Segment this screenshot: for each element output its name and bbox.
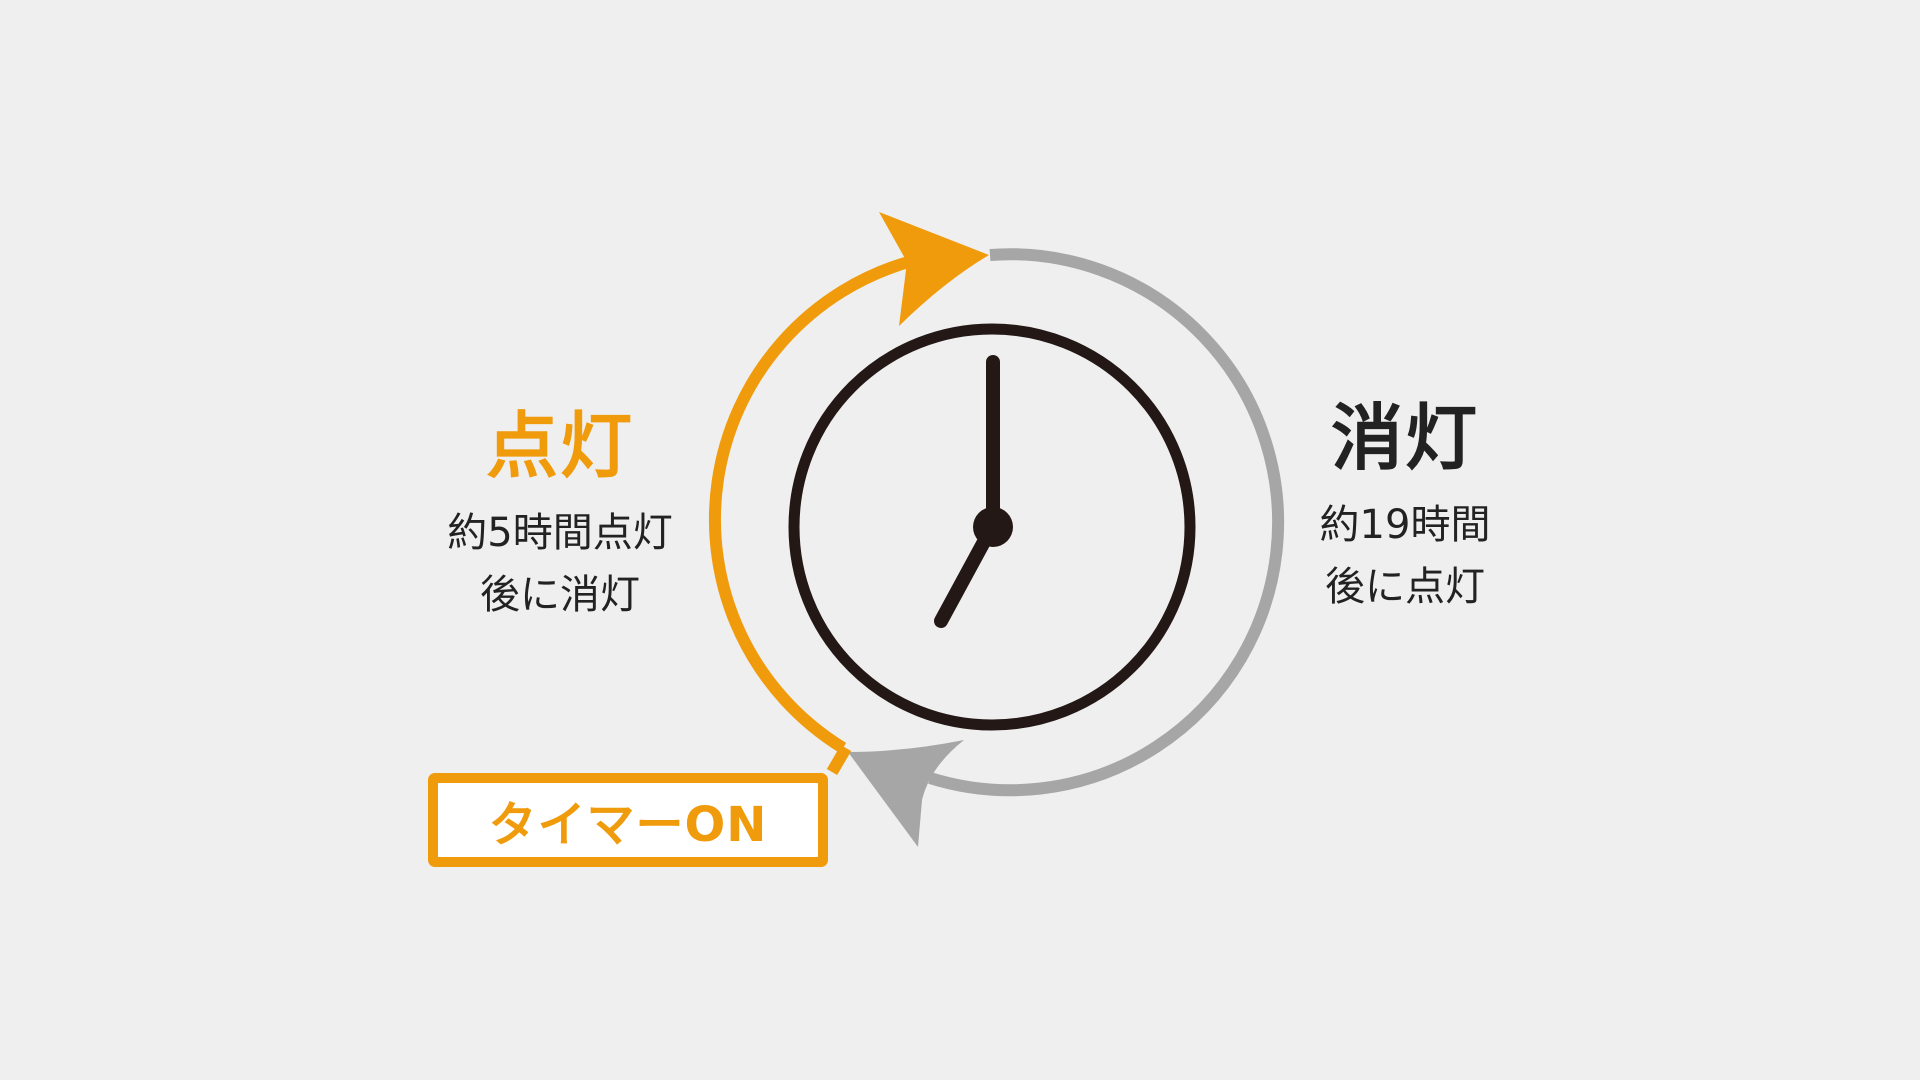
on-period-arrowhead [879,212,989,326]
off-period-line-1: 約19時間 [1319,502,1491,548]
timer-on-label: タイマーON [488,797,768,853]
off-period-heading: 消灯 [1330,396,1479,480]
clock-face [788,323,1196,731]
off-period-line-2: 後に点灯 [1325,564,1485,610]
timer-connector-line [826,744,852,776]
on-period-label: 点灯 約5時間点灯 後に消灯 [420,410,700,626]
timer-on-badge: タイマーON [428,773,828,867]
on-period-heading: 点灯 [485,404,634,488]
on-period-arc [708,255,914,754]
clock-center-hub [973,507,1013,547]
off-period-arrowhead [848,740,964,847]
on-period-line-2: 後に消灯 [480,572,640,618]
on-period-line-1: 約5時間点灯 [447,510,673,556]
clock-icon [788,323,1196,731]
off-period-label: 消灯 約19時間 後に点灯 [1265,402,1545,618]
off-period-arc [928,248,1285,797]
